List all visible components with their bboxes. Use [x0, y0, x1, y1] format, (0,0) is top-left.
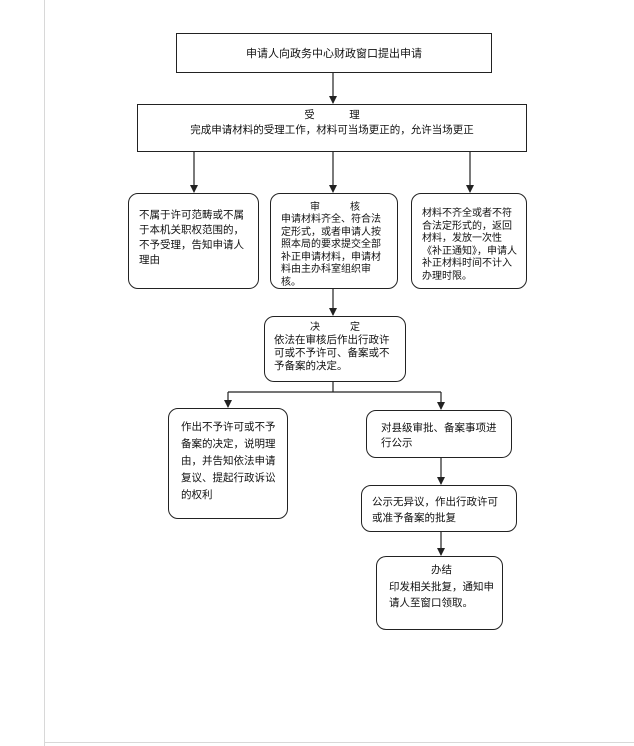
publicize-text: 对县级审批、备案事项进行公示: [381, 422, 497, 449]
accept-title: 受 理: [304, 109, 372, 121]
not-allow-text: 作出不予许可或不予备案的决定，说明理由，并告知依法申请复议、提起行政诉讼的权利: [181, 421, 276, 501]
review-box: 审 核 申请材料齐全、符合法定形式，或者申请人按照本局的要求提交全部补正申请材料…: [270, 193, 398, 289]
review-title: 审 核: [310, 202, 370, 213]
accept-body: 完成申请材料的受理工作，材料可当场更正的，允许当场更正: [190, 124, 474, 136]
decide-body: 依法在审核后作出行政许可或不予许可、备案或不予备案的决定。: [274, 334, 390, 372]
apply-box: 申请人向政务中心财政窗口提出申请: [176, 33, 492, 73]
page-edge-left: [44, 0, 45, 746]
decide-box: 决 定 依法在审核后作出行政许可或不予许可、备案或不予备案的决定。: [264, 316, 406, 382]
page-edge-bottom: [44, 742, 634, 743]
publicize-box: 对县级审批、备案事项进行公示: [366, 410, 512, 458]
approve-text: 公示无异议，作出行政许可或准予备案的批复: [372, 496, 498, 524]
incomplete-box: 材料不齐全或者不符合法定形式的，返回材料，发放一次性《补正通知》，申请人补正材料…: [411, 193, 527, 289]
apply-text: 申请人向政务中心财政窗口提出申请: [246, 46, 422, 60]
approve-box: 公示无异议，作出行政许可或准予备案的批复: [361, 485, 517, 532]
not-allow-box: 作出不予许可或不予备案的决定，说明理由，并告知依法申请复议、提起行政诉讼的权利: [168, 408, 288, 519]
review-body: 申请材料齐全、符合法定形式，或者申请人按照本局的要求提交全部补正申请材料，申请材…: [281, 214, 381, 288]
decide-title: 决 定: [310, 322, 370, 333]
finish-title: 办结: [431, 564, 452, 576]
finish-box: 办结 印发相关批复，通知申请人至窗口领取。: [376, 556, 503, 630]
incomplete-text: 材料不齐全或者不符合法定形式的，返回材料，发放一次性《补正通知》，申请人补正材料…: [422, 208, 517, 282]
finish-body: 印发相关批复，通知申请人至窗口领取。: [389, 581, 494, 609]
accept-box: 受 理 完成申请材料的受理工作，材料可当场更正的，允许当场更正: [137, 104, 527, 152]
reject-text: 不属于许可范畴或不属于本机关职权范围的，不予受理，告知申请人理由: [139, 209, 244, 266]
reject-box: 不属于许可范畴或不属于本机关职权范围的，不予受理，告知申请人理由: [128, 193, 259, 289]
